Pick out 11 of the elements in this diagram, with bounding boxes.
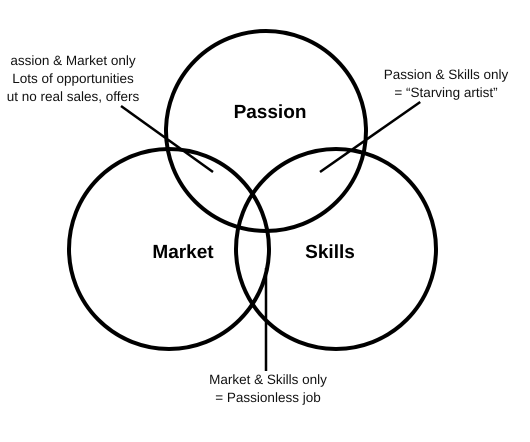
- venn-circle: [67, 147, 271, 351]
- callout-text: Passion & Skills only = “Starving artist”: [382, 66, 510, 102]
- circle-label: Market: [152, 242, 214, 264]
- leader-line: [319, 100, 421, 174]
- circle-label: Skills: [305, 242, 355, 264]
- callout-text: Market & Skills only = Passionless job: [206, 371, 330, 407]
- circle-label: Passion: [234, 102, 306, 124]
- venn-circle: [164, 29, 368, 233]
- venn-circle: [234, 147, 438, 351]
- leader-line: [120, 104, 214, 174]
- callout-text: assion & Market only Lots of opportunities ut no real sales, offers: [6, 52, 140, 106]
